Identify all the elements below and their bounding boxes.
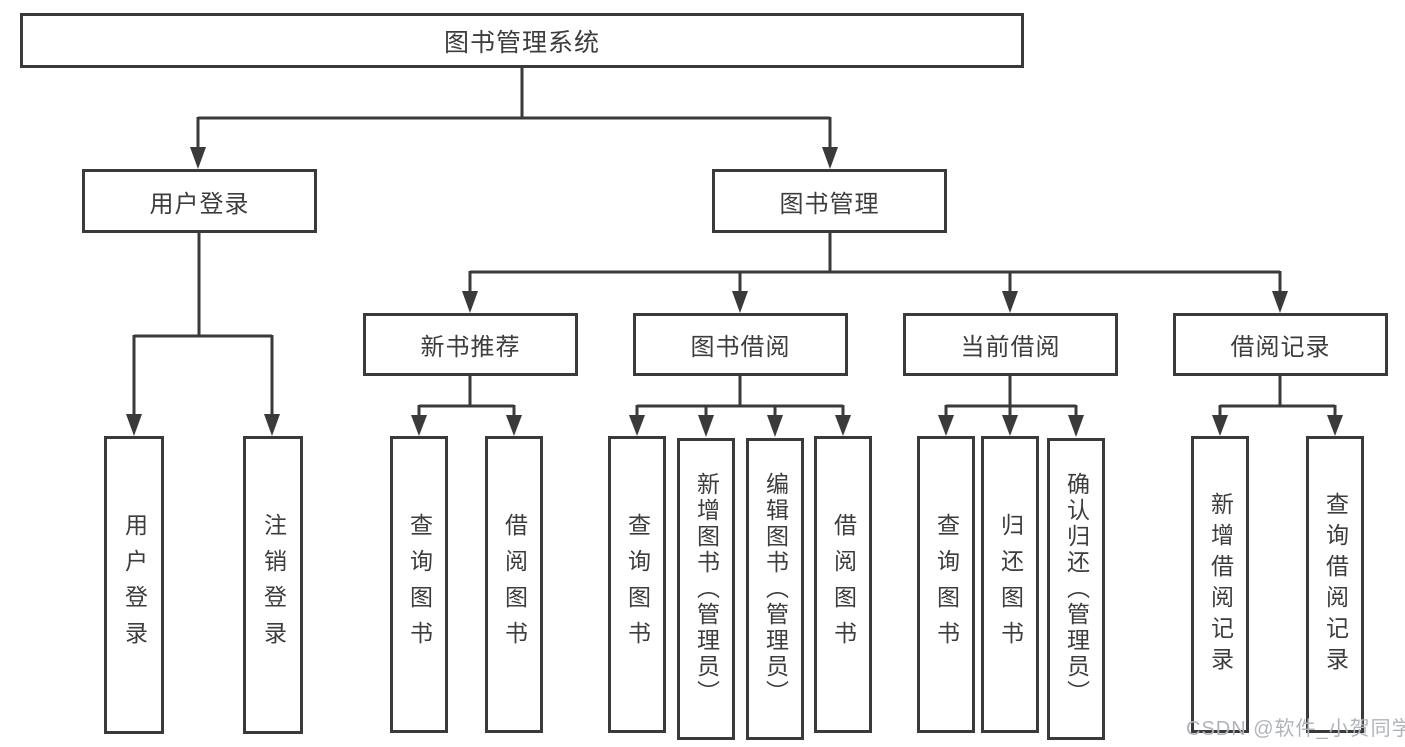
leaf-edit-book-admin: 编辑图书（管理员） [746,438,804,740]
arrowhead [732,291,748,313]
leaf-query-book-current-label: 查询图书 [933,512,960,657]
leaf-user-login-label: 用户登录 [121,513,148,657]
arrowhead [767,415,783,437]
arrowhead [462,291,478,313]
node-borrow-record: 借阅记录 [1173,313,1388,376]
leaf-borrow-book-recommend: 借阅图书 [485,436,543,733]
node-user-login-label: 用户登录 [149,190,250,218]
leaf-query-borrow-record-label: 查询借阅记录 [1322,491,1349,678]
arrowhead [1272,291,1288,313]
node-current-borrow: 当前借阅 [903,313,1118,376]
leaf-add-borrow-record: 新增借阅记录 [1191,436,1249,733]
connector-root-to-level2 [196,68,832,150]
leaf-edit-book-admin-label: 编辑图书（管理员） [762,472,789,706]
leaf-borrow-book-recommend-label: 借阅图书 [501,512,528,657]
node-book-borrow-label: 图书借阅 [690,334,791,361]
csdn-watermark: CSDN @软件_小贺同学 [1186,718,1405,740]
leaf-query-book-borrow: 查询图书 [608,436,666,733]
arrowhead [126,414,142,436]
node-book-management: 图书管理 [712,169,947,233]
node-user-login: 用户登录 [82,169,317,233]
connector-current-borrow-to-leaves [944,376,1078,418]
connector-new-book-recommend-to-leaves [417,376,516,418]
leaf-query-book-current: 查询图书 [917,436,975,733]
node-root-label: 图书管理系统 [443,28,600,57]
node-book-management-label: 图书管理 [779,190,880,218]
arrowhead [264,414,280,436]
leaf-query-book-recommend-label: 查询图书 [406,512,433,657]
leaf-confirm-return-admin-label: 确认归还（管理员） [1063,472,1090,706]
arrowhead [835,415,851,436]
arrowhead [506,415,522,436]
arrowhead [1212,415,1228,436]
leaf-user-login: 用户登录 [104,436,164,734]
arrowhead [629,415,645,436]
arrowhead [1002,415,1018,436]
node-borrow-record-label: 借阅记录 [1230,334,1331,361]
node-new-book-recommend-label: 新书推荐 [420,334,521,361]
node-current-borrow-label: 当前借阅 [960,334,1061,361]
arrowhead [411,415,427,436]
arrowhead [190,147,206,169]
leaf-add-borrow-record-label: 新增借阅记录 [1207,491,1234,678]
leaf-query-book-recommend: 查询图书 [390,436,448,733]
arrowhead [822,147,838,169]
leaf-logout-login: 注销登录 [243,436,303,734]
leaf-query-borrow-record: 查询借阅记录 [1306,436,1364,733]
connector-user-login-to-leaves [132,233,274,417]
leaf-add-book-admin: 新增图书（管理员） [677,438,735,740]
arrowhead [1002,291,1018,313]
leaf-return-book: 归还图书 [981,436,1039,733]
leaf-logout-login-label: 注销登录 [260,513,287,657]
leaf-borrow-book: 借阅图书 [814,436,872,733]
connector-borrow-record-to-leaves [1218,376,1337,418]
arrowheads [126,147,1343,437]
leaf-query-book-borrow-label: 查询图书 [624,512,651,657]
leaf-borrow-book-label: 借阅图书 [830,512,857,657]
leaf-add-book-admin-label: 新增图书（管理员） [693,472,720,706]
arrowhead [1068,415,1084,437]
node-root: 图书管理系统 [20,13,1024,68]
leaf-return-book-label: 归还图书 [997,512,1024,657]
connector-book-borrow-to-leaves [635,376,845,418]
leaf-confirm-return-admin: 确认归还（管理员） [1047,438,1105,740]
arrowhead [1327,415,1343,436]
connector-book-management-to-level3 [468,233,1282,294]
arrowhead [698,415,714,437]
node-new-book-recommend: 新书推荐 [363,313,578,376]
arrowhead [938,415,954,436]
node-book-borrow: 图书借阅 [633,313,848,376]
